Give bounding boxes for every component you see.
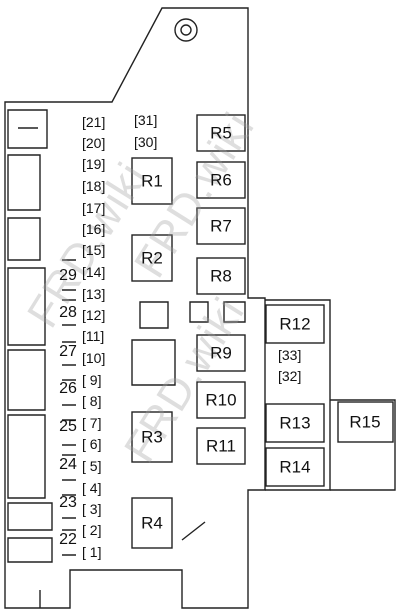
left-connector-8	[7, 537, 53, 563]
relay-r11-label: R11	[206, 436, 236, 456]
relay-r6-box	[196, 161, 246, 199]
relay-r8-label: R8	[210, 266, 232, 286]
fuse-24-label: 24	[59, 456, 77, 473]
fuse-30-label: [30]	[134, 134, 158, 150]
relay-r3-box	[131, 411, 173, 463]
relay-r7-box	[196, 207, 246, 245]
fuse-28-label: 28	[59, 304, 77, 321]
fuse-31-label: [31]	[134, 112, 158, 128]
fuse-32-label: [32]	[278, 368, 302, 384]
relay-r5-box	[196, 114, 246, 152]
relay-r13-label: R13	[279, 413, 311, 433]
fuse-29-label: 29	[59, 267, 77, 284]
left-connector-4	[7, 267, 46, 346]
relay-r15-label: R15	[349, 412, 381, 432]
fuse-10-label: [10]	[82, 350, 106, 366]
left-connector-2	[7, 154, 41, 211]
relay-r1-label: R1	[141, 171, 163, 191]
relay-r2-label: R2	[141, 248, 163, 268]
clip-block-2	[131, 339, 176, 386]
fuse-33-label: [33]	[278, 347, 302, 363]
fuse-15-label: [15]	[82, 242, 106, 258]
fuse-18-label: [18]	[82, 178, 106, 194]
fuse-19-label: [19]	[82, 156, 106, 172]
fuse-3-label: [ 3]	[82, 501, 102, 517]
fuse-16-label: [16]	[82, 221, 106, 237]
fuse-5-label: [ 5]	[82, 458, 102, 474]
relay-r4-label: R4	[141, 513, 163, 533]
left-connector-3	[7, 217, 41, 261]
fuse-22-label: 22	[59, 531, 77, 548]
relay-r12-label: R12	[279, 314, 311, 334]
relay-r11-box	[196, 427, 246, 465]
fuse-4-label: [ 4]	[82, 480, 102, 496]
relay-r2-box	[131, 234, 173, 282]
relay-r3-label: R3	[141, 427, 163, 447]
relay-r7-label: R7	[210, 216, 232, 236]
fuse-8-label: [ 8]	[82, 393, 102, 409]
mounting-hole-inner	[180, 24, 192, 36]
relay-r14-label: R14	[279, 457, 311, 477]
left-connector-1	[7, 109, 48, 149]
relay-r12-box	[265, 304, 325, 344]
fuse-26-label: 26	[59, 380, 77, 397]
fuse-6-label: [ 6]	[82, 436, 102, 452]
left-connector-7	[7, 502, 53, 531]
relay-r10-box	[196, 381, 246, 419]
relay-r9-box	[196, 334, 246, 372]
relay-r15-box	[337, 401, 394, 443]
fuse-7-label: [ 7]	[82, 415, 102, 431]
fuse-21-label: [21]	[82, 114, 106, 130]
relay-r10-label: R10	[205, 390, 237, 410]
fuse-17-label: [17]	[82, 200, 106, 216]
fuse-25-label: 25	[59, 418, 77, 435]
fuse-2-label: [ 2]	[82, 522, 102, 538]
relay-r13-box	[265, 403, 325, 443]
fuse-9-label: [ 9]	[82, 372, 102, 388]
left-connector-6	[7, 414, 46, 499]
fuse-27-label: 27	[59, 343, 77, 360]
relay-r8-box	[196, 257, 246, 295]
fuse-13-label: [13]	[82, 286, 106, 302]
relay-r14-box	[265, 447, 325, 487]
relay-r9-label: R9	[210, 343, 232, 363]
clip-block-1	[139, 301, 169, 329]
mounting-hole	[174, 18, 198, 42]
left-connector-5	[7, 349, 46, 411]
fuse-1-label: [ 1]	[82, 544, 102, 560]
fuse-23-label: 23	[59, 494, 77, 511]
fuse-12-label: [12]	[82, 307, 106, 323]
relay-r5-label: R5	[210, 123, 232, 143]
relay-r6-label: R6	[210, 170, 232, 190]
fuse-20-label: [20]	[82, 135, 106, 151]
housing-outline	[4, 7, 266, 609]
fuse-14-label: [14]	[82, 264, 106, 280]
relay-r4-box	[131, 497, 173, 549]
fuse-11-label: [11]	[82, 328, 105, 344]
relay-r1-box	[131, 157, 173, 205]
